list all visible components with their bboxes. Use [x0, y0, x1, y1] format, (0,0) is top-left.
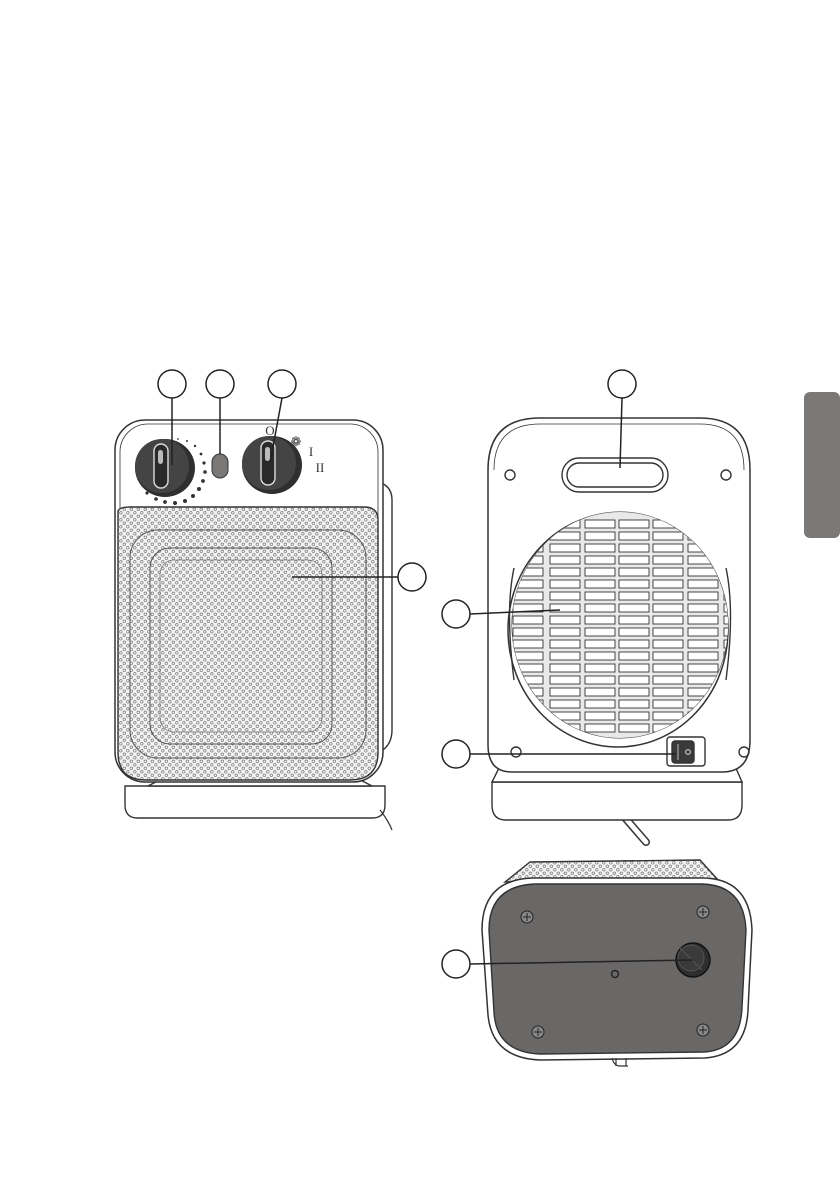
grille-slot — [585, 532, 615, 540]
grille-slot — [550, 592, 580, 600]
grille-slot — [653, 676, 683, 684]
grille-slot — [653, 592, 683, 600]
grille-slot — [585, 640, 615, 648]
grille-slot — [550, 652, 580, 660]
grille-slot — [653, 712, 683, 720]
grille-slot — [585, 616, 615, 624]
mode-mark-low: I — [309, 444, 313, 459]
callout-front-thermostat-knob — [158, 370, 186, 398]
grille-slot — [550, 628, 580, 636]
grille-slot — [550, 616, 580, 624]
grille-slot — [619, 532, 649, 540]
grille-slot — [585, 556, 615, 564]
grille-slot — [653, 688, 683, 696]
grille-slot — [653, 604, 683, 612]
grille-slot — [653, 664, 683, 672]
callout-bottom-safety-switch — [442, 950, 470, 978]
grille-slot — [688, 640, 718, 648]
grille-slot — [653, 568, 683, 576]
grille-slot — [619, 688, 649, 696]
callout-front-indicator-light — [206, 370, 234, 398]
grille-slot — [513, 640, 543, 648]
callout-rear-air-inlet — [442, 600, 470, 628]
grille-slot — [585, 592, 615, 600]
grille-slot — [653, 640, 683, 648]
grille-slot — [550, 640, 580, 648]
grille-slot — [653, 652, 683, 660]
grille-slot — [653, 628, 683, 636]
grille-slot — [585, 688, 615, 696]
fan-icon: ❁ — [291, 434, 302, 449]
grille-slot — [653, 556, 683, 564]
grille-slot — [550, 700, 580, 708]
grille-slot — [619, 568, 649, 576]
grille-slot — [619, 592, 649, 600]
grille-slot — [619, 556, 649, 564]
grille-slot — [619, 580, 649, 588]
callout-rear-oscillation-switch — [442, 740, 470, 768]
grille-slot — [585, 664, 615, 672]
grille-slot — [653, 700, 683, 708]
grille-slot — [585, 520, 615, 528]
grille-slot — [585, 544, 615, 552]
grille-slot — [513, 652, 543, 660]
grille-slot — [619, 712, 649, 720]
grille-slot — [513, 628, 543, 636]
grille-slot — [688, 628, 718, 636]
grille-slot — [619, 628, 649, 636]
indicator-light — [212, 454, 228, 478]
grille-slot — [550, 556, 580, 564]
callout-front-mode-knob — [268, 370, 296, 398]
grille-slot — [585, 676, 615, 684]
grille-slot — [619, 544, 649, 552]
grille-slot — [688, 652, 718, 660]
page-side-tab — [804, 392, 840, 538]
grille-slot — [585, 652, 615, 660]
grille-slot — [585, 604, 615, 612]
grille-slot — [619, 664, 649, 672]
grille-slot — [619, 520, 649, 528]
grille-slot — [688, 664, 718, 672]
grille-slot — [585, 724, 615, 732]
grille-slot — [585, 628, 615, 636]
grille-slot — [688, 580, 718, 588]
grille-slot — [513, 592, 543, 600]
grille-slot — [550, 544, 580, 552]
callout-front-grille — [398, 563, 426, 591]
callout-rear-handle — [608, 370, 636, 398]
grille-slot — [619, 724, 649, 732]
grille-slot — [585, 568, 615, 576]
grille-slot — [653, 532, 683, 540]
grille-slot — [513, 616, 543, 624]
grille-slot — [688, 592, 718, 600]
grille-slot — [585, 712, 615, 720]
mode-mark-off: O — [265, 423, 274, 438]
grille-slot — [550, 664, 580, 672]
grille-slot — [619, 700, 649, 708]
grille-slot — [550, 688, 580, 696]
grille-slot — [653, 580, 683, 588]
mode-mark-high: II — [316, 460, 325, 475]
grille-slot — [653, 616, 683, 624]
grille-slot — [688, 604, 718, 612]
grille-slot — [688, 616, 718, 624]
grille-slot — [653, 544, 683, 552]
grille-slot — [619, 616, 649, 624]
grille-slot — [619, 604, 649, 612]
grille-slot — [688, 568, 718, 576]
grille-slot — [619, 676, 649, 684]
grille-slot — [619, 652, 649, 660]
grille-slot — [585, 580, 615, 588]
grille-slot — [550, 676, 580, 684]
grille-slot — [550, 580, 580, 588]
grille-slot — [619, 640, 649, 648]
grille-slot — [550, 568, 580, 576]
grille-slot — [585, 700, 615, 708]
